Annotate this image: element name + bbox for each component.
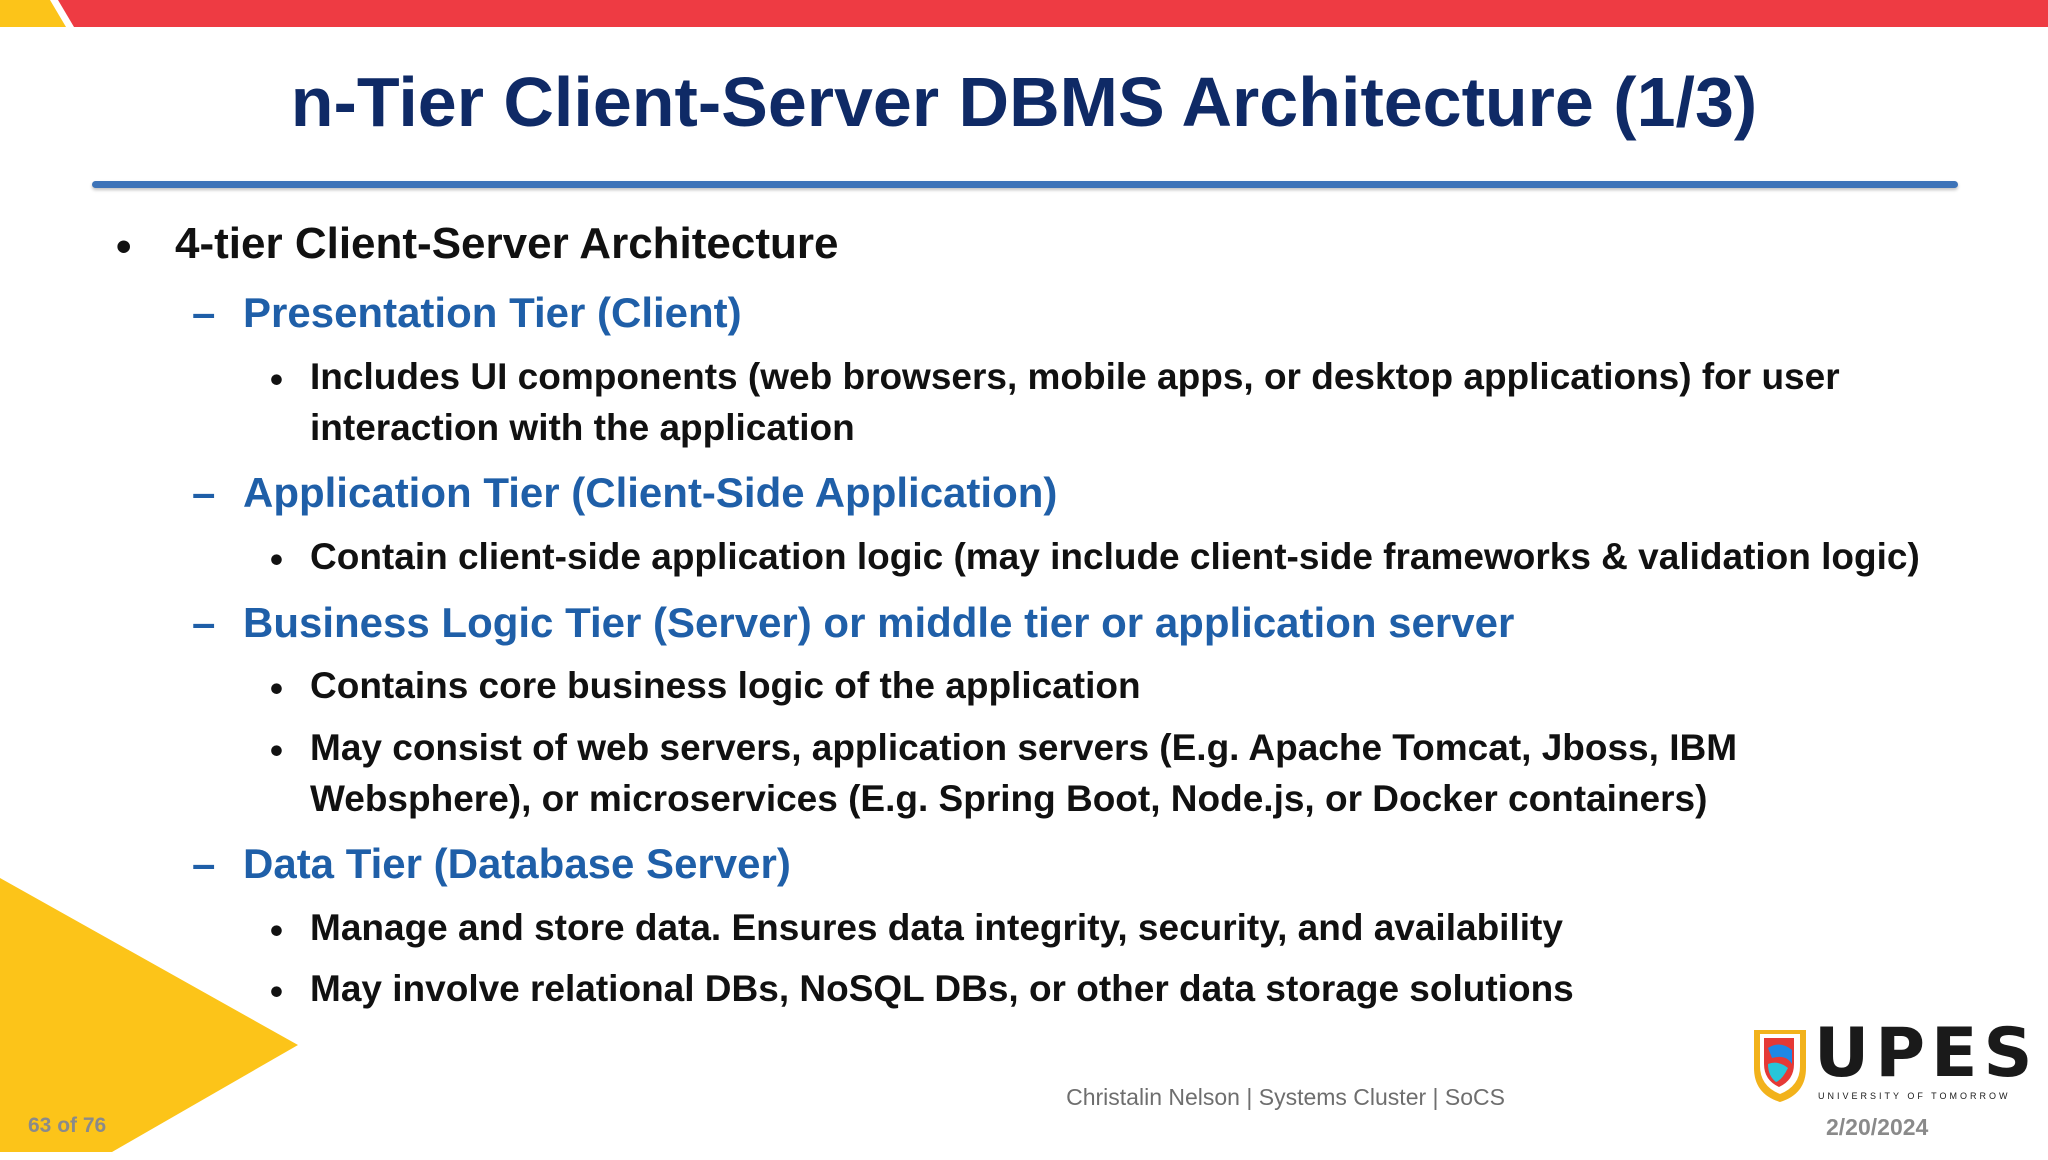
tier-point-continued: Websphere), or microservices (E.g. Sprin… bbox=[310, 778, 1708, 819]
main-heading: 4-tier Client-Server Architecture bbox=[175, 219, 839, 268]
tier-point: May involve relational DBs, NoSQL DBs, o… bbox=[310, 968, 1574, 1009]
tier-heading-presentation: Presentation Tier (Client) bbox=[243, 289, 742, 336]
bullet-marker: • bbox=[270, 668, 283, 709]
logo-tagline: UNIVERSITY OF TOMORROW bbox=[1818, 1091, 2011, 1101]
logo-wordmark: UPES bbox=[1814, 1014, 2039, 1093]
bullet-marker: • bbox=[116, 222, 132, 271]
upes-logo: UPES UNIVERSITY OF TOMORROW bbox=[1750, 1014, 2032, 1120]
dash-marker: – bbox=[192, 289, 216, 336]
dash-marker: – bbox=[192, 599, 216, 646]
slide-title: n-Tier Client-Server DBMS Architecture (… bbox=[290, 63, 1758, 141]
bullet-marker: • bbox=[270, 730, 283, 771]
bullet-marker: • bbox=[270, 359, 283, 400]
page-number: 63 of 76 bbox=[28, 1114, 107, 1137]
bullet-marker: • bbox=[270, 539, 283, 580]
dash-marker: – bbox=[192, 469, 216, 516]
tier-point: May consist of web servers, application … bbox=[310, 727, 1738, 768]
yellow-corner-triangle bbox=[0, 878, 298, 1152]
tier-point: Contain client-side application logic (m… bbox=[310, 536, 1920, 577]
top-accent-bar bbox=[0, 0, 2048, 27]
footer-presenter: Christalin Nelson | Systems Cluster | So… bbox=[1066, 1084, 1505, 1110]
tier-point: Contains core business logic of the appl… bbox=[310, 665, 1141, 706]
bullet-marker: • bbox=[270, 971, 283, 1012]
slide-date: 2/20/2024 bbox=[1826, 1114, 1929, 1140]
tier-heading-application: Application Tier (Client-Side Applicatio… bbox=[243, 469, 1058, 516]
tier-point: Includes UI components (web browsers, mo… bbox=[310, 356, 1840, 397]
tier-heading-data: Data Tier (Database Server) bbox=[243, 840, 791, 887]
tier-point: Manage and store data. Ensures data inte… bbox=[310, 907, 1563, 948]
dash-marker: – bbox=[192, 840, 216, 887]
top-yellow-corner bbox=[0, 0, 74, 27]
tier-heading-business-logic: Business Logic Tier (Server) or middle t… bbox=[243, 599, 1515, 646]
tier-point-continued: interaction with the application bbox=[310, 407, 855, 448]
shield-icon bbox=[1754, 1030, 1806, 1102]
title-underline bbox=[92, 181, 1958, 188]
bullet-marker: • bbox=[270, 910, 283, 951]
